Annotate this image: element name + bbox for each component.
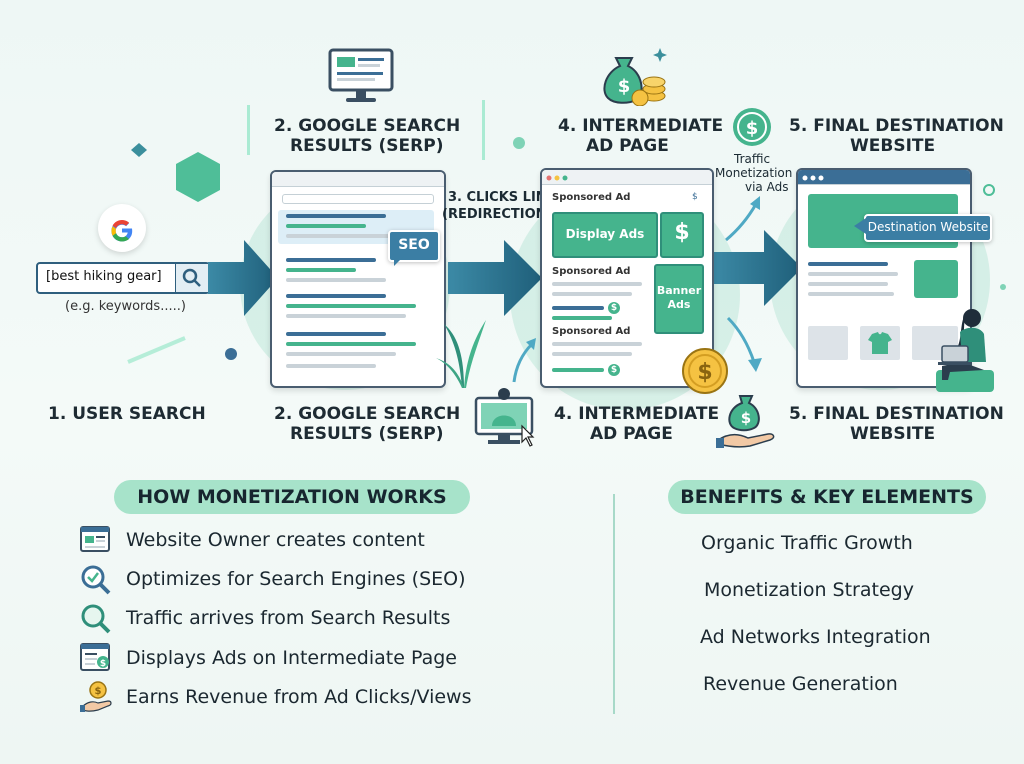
svg-text:$: $ — [746, 118, 759, 139]
arrow-up-right-icon — [725, 196, 760, 242]
clicks-link-line1: 3. CLICKS LINK — [448, 190, 557, 205]
destination-card-1 — [808, 326, 848, 360]
ad-page-titlebar — [542, 170, 712, 185]
step-serp-bottom-line1: 2. GOOGLE SEARCH — [274, 404, 461, 424]
step-ad-top-line1: 4. INTERMEDIATE — [558, 116, 724, 136]
arrow-search-to-serp — [208, 240, 278, 316]
step-destination-top-line2: WEBSITE — [850, 136, 936, 156]
dollar-ad-icon: $ — [674, 220, 690, 245]
search-hint: (e.g. keywords.....) — [65, 299, 186, 314]
svg-text:$: $ — [100, 659, 106, 669]
destination-image-block — [914, 260, 958, 298]
clicks-link-line2: (REDIRECTION) — [442, 207, 553, 222]
benefit-item-4: Revenue Generation — [703, 673, 898, 695]
google-g-icon — [111, 220, 133, 242]
how-monetization-title: HOW MONETIZATION WORKS — [114, 480, 470, 514]
dollar-circle-icon: $ — [733, 108, 771, 146]
sponsored-ad-3: Sponsored Ad — [552, 326, 631, 337]
dollar-small-icon: $ — [692, 192, 698, 202]
person-at-computer-icon — [474, 388, 535, 447]
search-query: [best hiking gear] — [46, 269, 162, 284]
svg-text:$: $ — [741, 409, 751, 427]
gold-coin-icon: $ — [682, 348, 728, 394]
search-button[interactable] — [175, 264, 208, 292]
destination-card-2 — [860, 326, 900, 360]
step-destination-top-line1: 5. FINAL DESTINATION — [789, 116, 1004, 136]
seo-tag: SEO — [388, 230, 440, 262]
banner-ads-label-1: Banner — [656, 284, 702, 297]
banner-ads-label-2: Ads — [667, 298, 691, 311]
how-item-4: Displays Ads on Intermediate Page — [126, 647, 457, 669]
sponsored-ad-1: Sponsored Ad — [552, 192, 631, 203]
seo-tag-pointer-icon — [394, 256, 404, 266]
step-user-search-label: 1. USER SEARCH — [48, 404, 206, 424]
seo-tag-label: SEO — [398, 237, 430, 253]
svg-text:$: $ — [697, 360, 712, 385]
dollar-ad-block[interactable]: $ — [660, 212, 704, 258]
section-divider — [613, 494, 615, 714]
how-item-2: Optimizes for Search Engines (SEO) — [126, 568, 466, 590]
traffic-monetization-line1: Traffic — [734, 152, 771, 166]
serp-search-bar — [282, 194, 434, 204]
step-serp-top-line1: 2. GOOGLE SEARCH — [274, 116, 461, 136]
how-item-3: Traffic arrives from Search Results — [126, 607, 451, 629]
serp-window — [270, 170, 446, 388]
google-logo — [98, 204, 146, 252]
money-bag-coins-icon: $ — [603, 48, 667, 106]
benefits-title: BENEFITS & KEY ELEMENTS — [668, 480, 986, 514]
how-item-1: Website Owner creates content — [126, 529, 425, 551]
magnifier-check-icon — [81, 565, 111, 595]
ad-page-icon: $ — [80, 643, 110, 671]
svg-text:$: $ — [95, 686, 102, 697]
benefit-item-2: Monetization Strategy — [704, 579, 914, 601]
step-destination-bottom-line2: WEBSITE — [850, 424, 936, 444]
step-serp-bottom-line2: RESULTS (SERP) — [290, 424, 444, 444]
traffic-monetization-line3: via Ads — [745, 180, 789, 194]
tshirt-icon — [868, 332, 892, 354]
arrow-serp-to-ad — [448, 240, 542, 316]
how-item-5: Earns Revenue from Ad Clicks/Views — [126, 686, 472, 708]
step-ad-bottom-line1: 4. INTERMEDIATE — [554, 404, 720, 424]
hand-money-bag-icon: $ — [716, 395, 775, 448]
dollar-badge-1: $ — [608, 302, 620, 314]
arrow-down-right-icon — [726, 316, 762, 372]
ad-page-window: Sponsored Ad $ Display Ads $ Sponsored A… — [540, 168, 714, 388]
serp-window-titlebar — [272, 172, 444, 187]
step-ad-top-line2: AD PAGE — [586, 136, 669, 156]
tag-pointer-icon — [854, 218, 866, 234]
dollar-badge-2: $ — [608, 364, 620, 376]
benefit-item-1: Organic Traffic Growth — [701, 532, 913, 554]
search-box[interactable]: [best hiking gear] — [36, 262, 210, 294]
curved-arrow-up-icon — [512, 338, 536, 383]
banner-ads-block[interactable]: Banner Ads — [654, 264, 704, 334]
display-ads-label: Display Ads — [565, 227, 645, 241]
step-serp-top-line2: RESULTS (SERP) — [290, 136, 444, 156]
benefit-item-3: Ad Networks Integration — [700, 626, 931, 648]
svg-text:$: $ — [618, 76, 631, 97]
destination-website-tag: Destination Website — [864, 214, 992, 242]
coin-hand-icon: $ — [80, 681, 112, 712]
webpage-icon — [80, 526, 110, 552]
monitor-icon — [328, 48, 394, 102]
search-icon — [182, 268, 201, 287]
step-destination-bottom-line1: 5. FINAL DESTINATION — [789, 404, 1004, 424]
traffic-monetization-line2: Monetization — [715, 166, 793, 180]
sponsored-ad-2: Sponsored Ad — [552, 266, 631, 277]
destination-titlebar — [798, 170, 970, 185]
person-laptop-icon — [936, 309, 994, 392]
plant-icon — [436, 320, 486, 388]
magnifier-icon — [81, 604, 111, 634]
step-ad-bottom-line2: AD PAGE — [590, 424, 673, 444]
destination-website-label: Destination Website — [867, 220, 989, 234]
display-ads-block[interactable]: Display Ads — [552, 212, 658, 258]
arrow-ad-to-destination — [712, 230, 802, 306]
